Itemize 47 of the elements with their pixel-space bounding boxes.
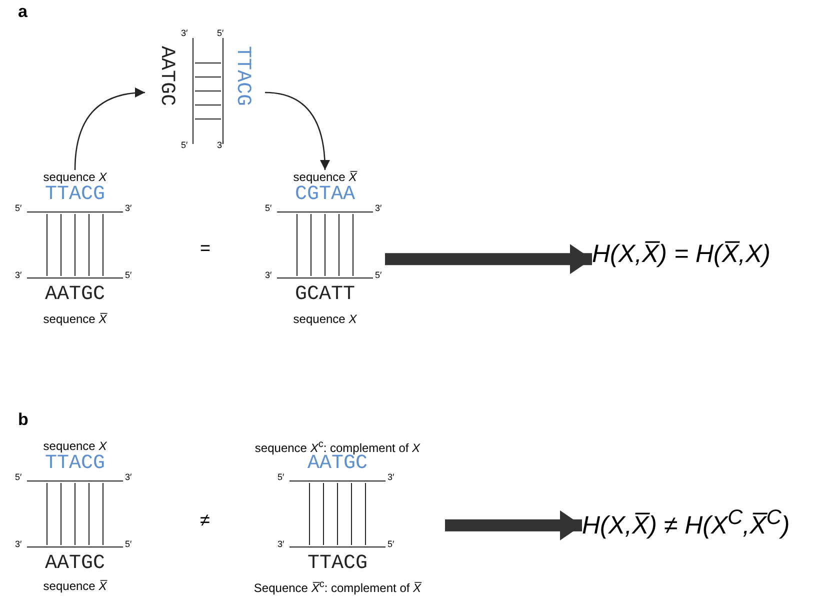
block-arrow <box>385 244 592 274</box>
panel-label: a <box>18 2 28 22</box>
strand-end-label: 3′ <box>125 472 132 482</box>
strand-end-label: 5′ <box>217 28 224 38</box>
sequence-text: GCATT <box>294 283 355 306</box>
sequence-text: AATGC <box>155 46 178 106</box>
strand-label: sequence X <box>43 439 107 453</box>
curved-arrow <box>264 92 330 170</box>
strand-label: sequence X <box>43 170 107 184</box>
strand-end-label: 3′ <box>217 140 224 150</box>
strand-end-label: 5′ <box>278 472 284 482</box>
strand-end-label: 3′ <box>181 28 188 38</box>
relation-sign: = <box>200 238 211 259</box>
sequence-text: TTACG <box>44 183 105 206</box>
strand-end-label: 3′ <box>278 539 284 549</box>
strand-end-label: 3′ <box>15 270 22 280</box>
strand-end-label: 3′ <box>125 203 132 213</box>
strand-end-label: 5′ <box>15 472 22 482</box>
strand-end-label: 5′ <box>125 539 132 549</box>
strand-label: sequence X̅ <box>43 312 107 326</box>
strand-label: sequence X̅ <box>43 579 107 593</box>
curved-arrow <box>74 88 146 170</box>
strand-end-label: 5′ <box>181 140 188 150</box>
strand-end-label: 3′ <box>265 270 272 280</box>
sequence-text: AATGC <box>44 283 105 306</box>
strand-end-label: 3′ <box>375 203 382 213</box>
strand-label: Sequence X̅$^{c}$: complement of X̅ <box>254 579 422 595</box>
sequence-text: TTACG <box>44 452 105 475</box>
strand-end-label: 5′ <box>265 203 272 213</box>
strand-end-label: 5′ <box>375 270 382 280</box>
sequence-text: TTACG <box>231 46 254 106</box>
formula: H(X,X̅) = H(X̅,X) <box>592 240 837 278</box>
panel-label: b <box>18 410 28 430</box>
block-arrow <box>445 510 582 540</box>
strand-end-label: 5′ <box>388 539 394 549</box>
sequence-text: TTACG <box>307 552 368 575</box>
strand-end-label: 5′ <box>15 203 22 213</box>
strand-label: sequence X̅ <box>293 170 357 184</box>
strand-end-label: 3′ <box>388 472 394 482</box>
relation-sign: ≠ <box>200 510 210 531</box>
strand-end-label: 3′ <box>15 539 22 549</box>
sequence-text: CGTAA <box>294 183 355 206</box>
formula: H(X,X̅) ≠ H(X$^{C}$,X̅$^{C}$) <box>582 506 838 544</box>
strand-end-label: 5′ <box>125 270 132 280</box>
sequence-text: AATGC <box>44 552 105 575</box>
strand-label: sequence X <box>293 312 357 326</box>
strand-label: sequence X$^{c}$: complement of X <box>254 439 420 455</box>
